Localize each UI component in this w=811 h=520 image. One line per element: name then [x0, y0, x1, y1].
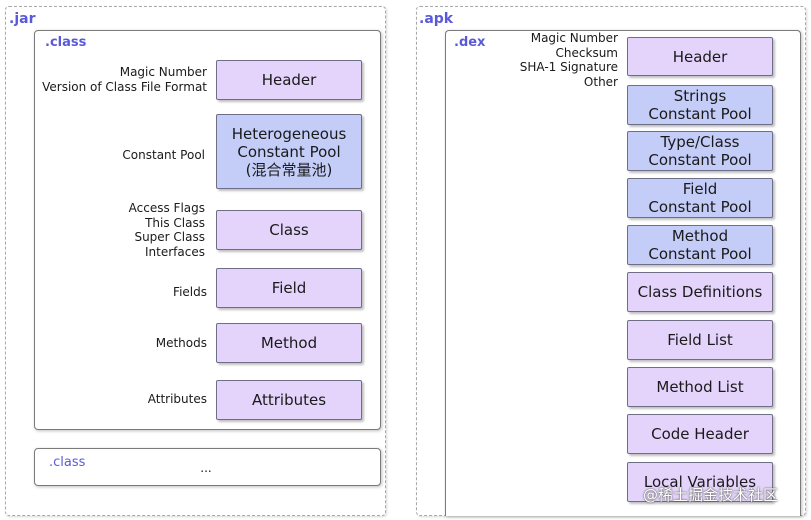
method-list-box: Method List [627, 367, 773, 407]
fields-label: Fields [173, 285, 207, 299]
class-fields-label: Access Flags This Class Super Class Inte… [128, 201, 205, 259]
header-field-label: Magic Number Version of Class File Forma… [42, 65, 207, 94]
dex-header-box: Header [627, 37, 773, 76]
jar-title: .jar [9, 11, 36, 27]
type-class-constant-pool-box: Type/Class Constant Pool [627, 131, 773, 171]
jar-attributes-box: Attributes [216, 380, 362, 420]
dex-header-label: Magic Number Checksum SHA-1 Signature Ot… [519, 31, 618, 89]
local-variables-box: Local Variables [627, 462, 773, 502]
heterogeneous-constant-pool-box: Heterogeneous Constant Pool (混合常量池) [216, 114, 362, 189]
extra-class-ellipsis: ... [200, 461, 212, 475]
class-title: .class [45, 35, 87, 50]
methods-label: Methods [155, 336, 207, 350]
field-constant-pool-box: Field Constant Pool [627, 178, 773, 218]
extra-class-title: .class [49, 455, 86, 470]
watermark-text: @稀土掘金技术社区 [643, 486, 779, 504]
attributes-label: Attributes [147, 392, 207, 406]
jar-field-box: Field [216, 268, 362, 308]
strings-constant-pool-box: Strings Constant Pool [627, 85, 773, 125]
apk-title: .apk [419, 11, 454, 27]
jar-class-box: Class [216, 210, 362, 250]
class-definitions-box: Class Definitions [627, 272, 773, 312]
jar-header-box: Header [216, 60, 362, 100]
field-list-box: Field List [627, 320, 773, 360]
dex-title: .dex [454, 35, 486, 50]
constant-pool-label: Constant Pool [122, 148, 205, 162]
jar-method-box: Method [216, 323, 362, 363]
extra-class-container [34, 448, 381, 486]
method-constant-pool-box: Method Constant Pool [627, 225, 773, 265]
code-header-box: Code Header [627, 414, 773, 454]
